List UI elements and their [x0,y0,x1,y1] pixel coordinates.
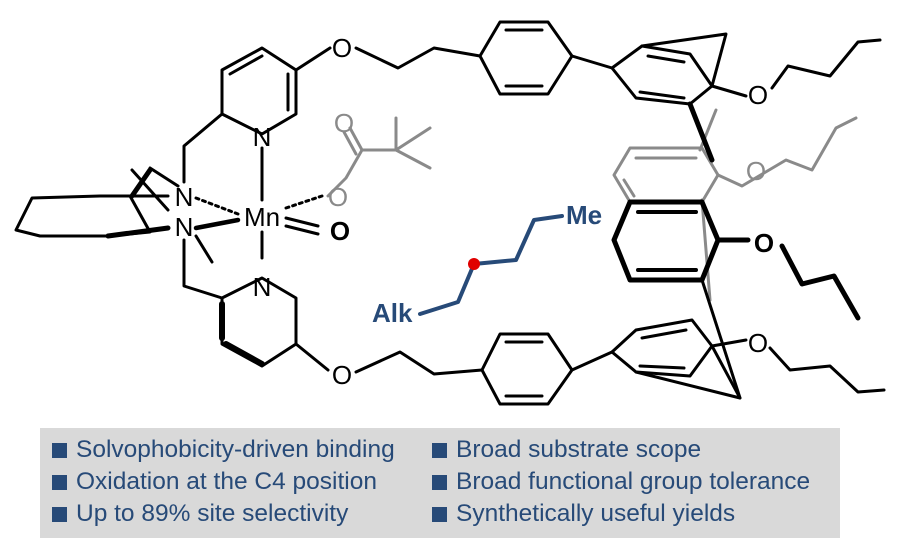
summary-item-selectivity: Up to 89% site selectivity [52,500,348,528]
oxidation-site-marker [468,258,480,270]
bullet-square-icon [432,475,447,490]
n-methyl-groups [148,166,214,264]
summary-item-text: Broad functional group tolerance [456,468,811,495]
ester-o-label: O [328,182,348,212]
summary-item-scope: Broad substrate scope [432,436,701,464]
propoxy-o-1-label: O [748,80,768,110]
ester-carbonyl-o-label: O [334,108,354,138]
bullet-square-icon [432,443,447,458]
summary-item-binding: Solvophobicity-driven binding [52,436,395,464]
propoxy-o-3-label: O [754,228,774,258]
n-pyridine-bottom-label: N [253,272,272,302]
summary-item-yields: Synthetically useful yields [432,500,735,528]
bullet-square-icon [52,475,67,490]
bullet-square-icon [52,443,67,458]
phenyl-top [478,20,614,96]
cavitand-front-ring [611,199,861,400]
summary-item-c4-oxidation: Oxidation at the C4 position [52,468,377,496]
n-amine-top-label: N [175,182,194,212]
summary-item-text: Solvophobicity-driven binding [76,436,395,463]
bullet-square-icon [432,507,447,522]
ether-o-top-label: O [332,33,352,63]
substrate-alk-label: Alk [372,298,413,328]
pyridine-bottom [182,230,484,376]
propoxy-o-4-label: O [748,328,768,358]
mn-bonds [193,194,324,236]
summary-item-text: Synthetically useful yields [456,500,736,527]
pyridine-top [182,46,482,202]
atom-labels: N N N N Mn O O O O O O O O O Alk Me [175,33,775,390]
summary-item-text: Up to 89% site selectivity [76,500,349,527]
n-amine-bottom-label: N [175,212,194,242]
cavitand-back-ring [612,108,858,302]
bullet-square-icon [52,507,67,522]
cavitand-top-ring [610,32,882,163]
summary-panel: Solvophobicity-driven binding Oxidation … [40,428,840,538]
oxo-label: O [330,216,350,246]
catalyst-scheme: N N N N Mn O O O O O O O O O Alk Me [14,20,886,406]
cyclohexane-ring [14,167,171,239]
pivalate-ligand [326,116,432,198]
summary-item-tolerance: Broad functional group tolerance [432,468,810,496]
substrate-me-label: Me [566,200,602,230]
n-pyridine-top-label: N [253,122,272,152]
summary-item-text: Oxidation at the C4 position [76,468,377,495]
summary-item-text: Broad substrate scope [456,436,702,463]
cavitand-bottom-ring [610,318,886,400]
mn-metal-label: Mn [244,202,280,232]
substrate-chain [418,214,564,316]
ether-o-bottom-label: O [332,360,352,390]
phenyl-bottom [480,332,614,406]
propoxy-o-2-label: O [746,156,766,186]
